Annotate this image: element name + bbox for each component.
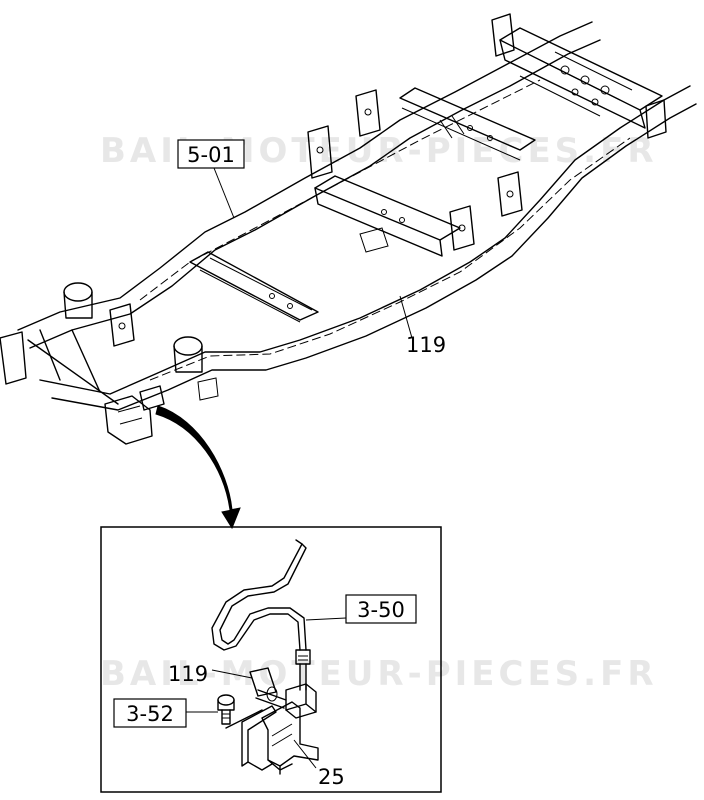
detail-inset-drawing: [211, 539, 319, 775]
svg-text:3-52: 3-52: [126, 702, 174, 726]
svg-text:5-01: 5-01: [187, 143, 235, 167]
vehicle-frame-drawing: [0, 13, 697, 445]
callout-hose: 3-50: [345, 594, 417, 624]
callout-bolt: 3-52: [113, 698, 187, 728]
leader-25: [293, 739, 317, 769]
leader-119-detail: [211, 669, 253, 679]
detail-inset-frame: [100, 526, 442, 793]
callout-frame-assembly: 5-01: [177, 139, 245, 169]
svg-text:3-50: 3-50: [357, 598, 405, 622]
detail-pointer-arrow: [155, 405, 241, 530]
callout-bracket: 25: [318, 765, 345, 789]
callout-pipe: 119: [168, 662, 208, 686]
leader-119-top: [399, 295, 413, 339]
leader-5-01: [213, 167, 235, 219]
watermark-bottom: BAIL-MOTEUR-PIECES.FR: [100, 654, 658, 694]
leader-3-50: [305, 617, 347, 621]
callout-frame-main: 119: [406, 333, 446, 357]
